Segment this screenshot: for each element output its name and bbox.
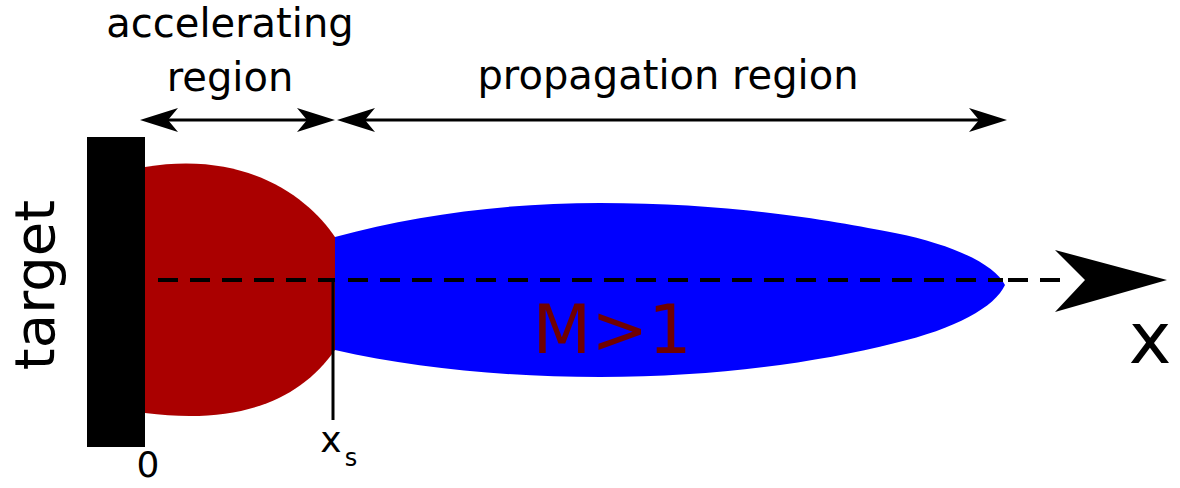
bracket-head [969, 108, 1007, 132]
region-bracket [355, 119, 988, 122]
subscript-label: s [345, 444, 358, 473]
axis-dash [348, 278, 1003, 282]
vertical-label: target [1, 200, 68, 370]
region-label: accelerating region [75, 0, 385, 104]
region-bracket [160, 119, 318, 122]
bracket-head [297, 108, 335, 132]
xs-marker [332, 280, 335, 420]
propagation-plume: M>1 [335, 203, 1005, 377]
accelerating-plume [145, 164, 343, 416]
axis-dash [158, 278, 340, 282]
axis-dash [1008, 278, 1062, 282]
bracket-head [140, 108, 178, 132]
region-label: propagation region [477, 51, 858, 99]
position-label: x [320, 418, 341, 461]
bracket-head [337, 108, 375, 132]
plume-label: M>1 [533, 289, 692, 371]
target-plate: target [87, 137, 145, 447]
plume-fill [335, 203, 1005, 377]
origin-label: 0 [137, 443, 160, 486]
axis-label: x [1129, 295, 1172, 381]
